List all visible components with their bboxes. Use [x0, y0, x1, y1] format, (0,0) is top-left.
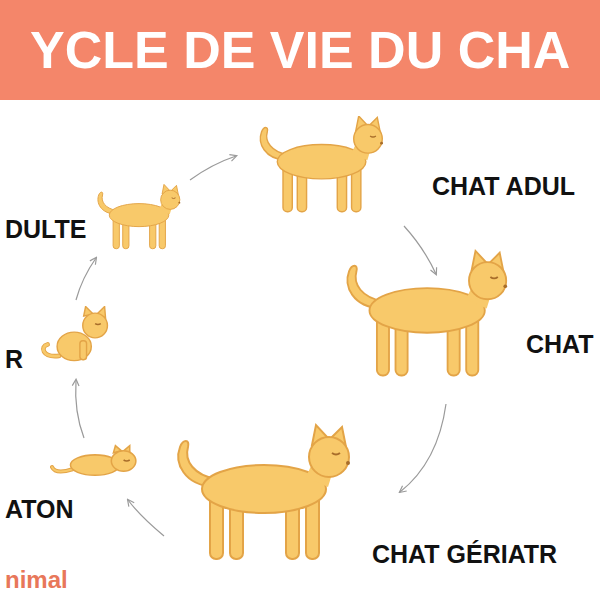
stage-label: R	[5, 346, 23, 374]
stage-label: CHAT GÉRIATR	[372, 541, 557, 569]
young-adult-cat	[98, 184, 180, 248]
cycle-arrow	[404, 226, 436, 274]
brand-logo: nimal	[5, 567, 68, 593]
stage-label: CHAT	[526, 331, 594, 359]
stage-label: CHAT ADUL	[432, 173, 575, 201]
cycle-arrow	[76, 380, 84, 438]
cycle-arrow	[190, 156, 236, 180]
stage-label: DULTE	[5, 216, 86, 244]
junior-cat	[43, 307, 107, 361]
adult-cat	[260, 116, 383, 212]
cycle-arrow	[128, 500, 164, 536]
mature-cat	[347, 251, 507, 376]
cycle-arrow	[76, 258, 96, 300]
kitten	[52, 446, 136, 476]
cycle-arrows	[76, 156, 446, 536]
geriatric-cat	[178, 425, 350, 559]
title-text: YCLE DE VIE DU CHA	[30, 24, 570, 76]
stage-label: ATON	[5, 496, 74, 524]
cycle-arrow	[400, 404, 446, 492]
